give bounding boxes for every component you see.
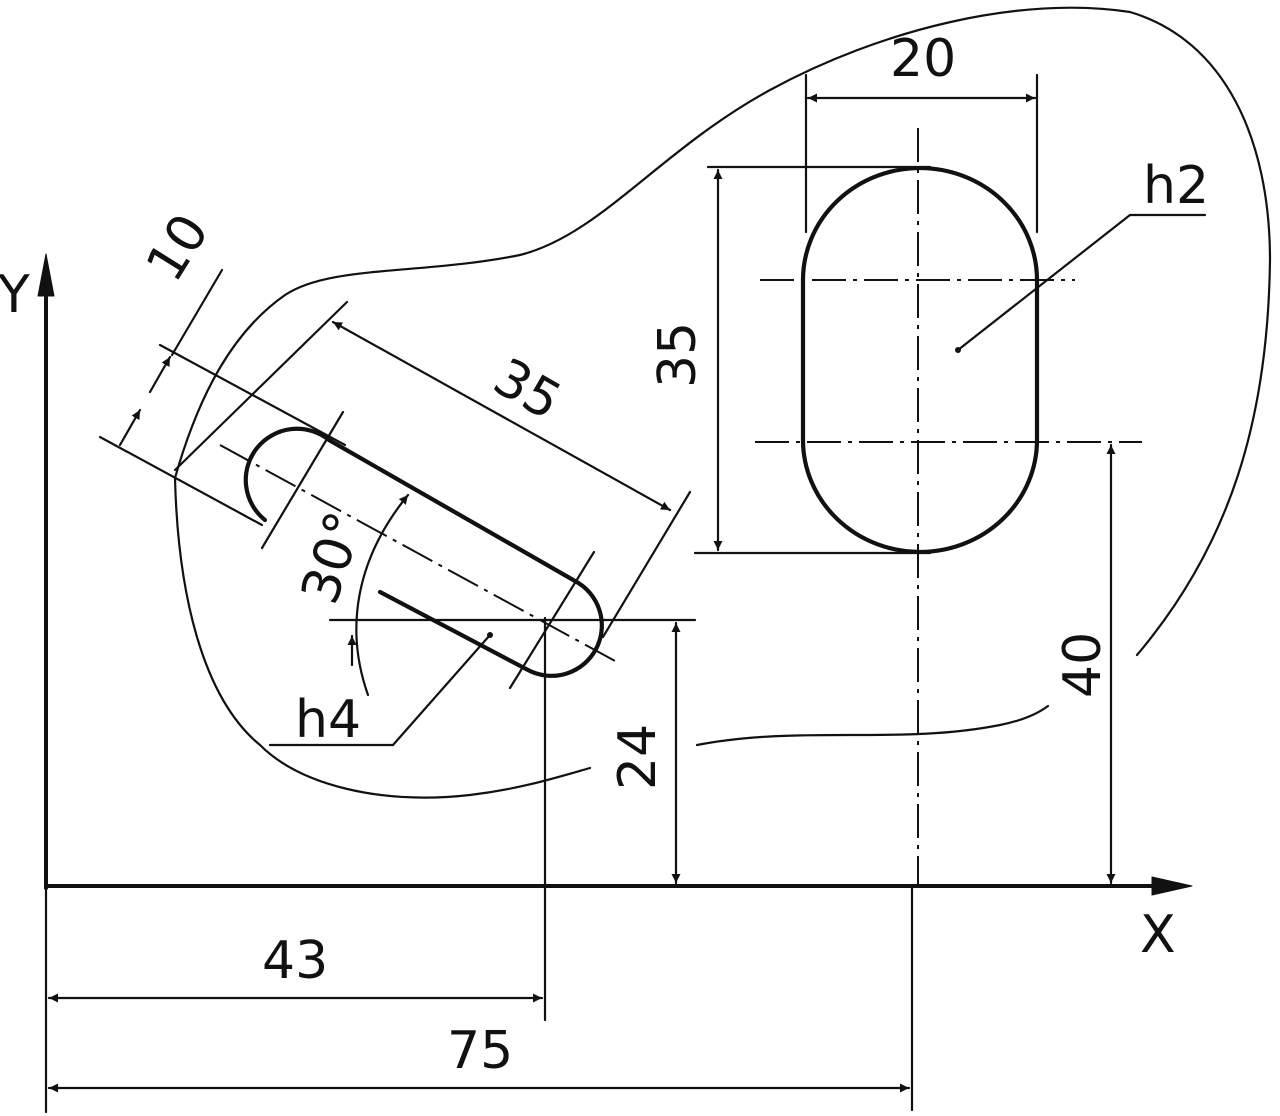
y-axis-arrow [37,253,55,297]
slot-h2-leader [956,213,1132,352]
slot-h2-y-label: 40 [1053,632,1113,698]
slot-h4-label: h4 [295,690,361,750]
slot-h4-length-dimension-line [331,320,672,512]
slot-h4-width-label: 10 [135,204,221,292]
slot-h4-angle-arc [355,493,410,697]
slot-h4-width-arrow-upper [148,355,172,394]
slot-h4-leader [391,633,492,747]
slot-h4-length-extension-right [601,490,692,639]
slot-h4-leader-dot [487,632,493,638]
x-axis-arrow [1151,876,1193,896]
slot-h4-width-extension-lower [98,435,264,527]
part-outline [173,6,1272,799]
slot-h4-length-label: 35 [484,347,571,432]
slot-h2-width-label: 20 [890,29,956,89]
dimension-43-label: 43 [262,931,328,991]
slot-h4-length-extension-left [173,300,349,472]
dimension-75-label: 75 [447,1021,513,1081]
slot-h4-angle-label: 30° [290,505,376,611]
slot-h4-width-dimension-line [170,268,224,357]
y-axis-label: Y [0,265,30,325]
slot-h2-label: h2 [1143,156,1209,216]
slot-h2-leader-dot [955,347,961,353]
slot-h4-contour [243,426,604,678]
slot-h4-centerline [219,444,616,662]
part-outline-lower [695,704,1050,747]
slot-h4-width-dimension-line-lower [118,408,142,447]
slot-h2-length-label: 35 [648,322,708,388]
slot-h2-contour [800,165,1040,555]
x-axis-label: X [1140,905,1176,965]
slot-h4-y-label: 24 [608,724,668,790]
slot-h4-end-centerline-upper [260,410,345,550]
